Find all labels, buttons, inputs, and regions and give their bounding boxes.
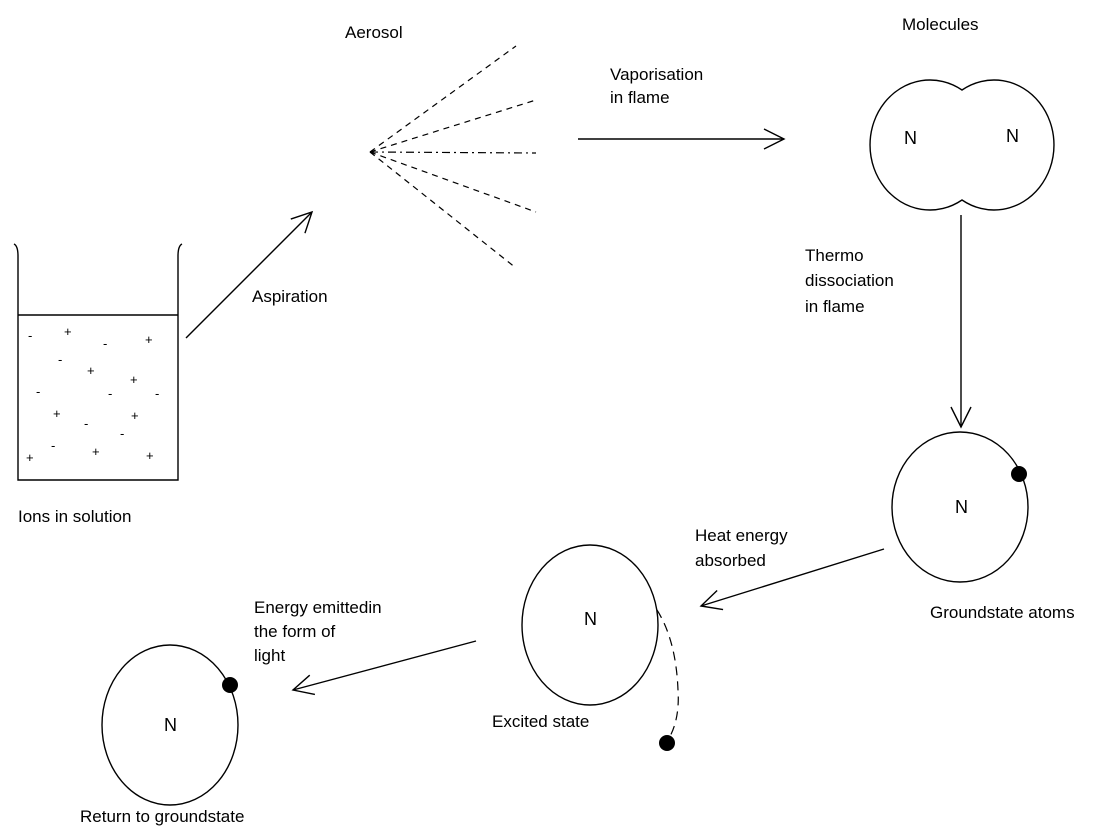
plus-ion: + [53, 406, 61, 421]
heat-label-line2: absorbed [695, 551, 766, 570]
return-atom-circle [101, 644, 239, 806]
groundstate-atom-circle [891, 431, 1029, 583]
emitted-label-line2: the form of [254, 622, 336, 641]
electron [659, 735, 675, 751]
groundstate-atom-symbol: N [955, 497, 968, 517]
beaker-outline [13, 243, 183, 481]
minus-ion: - [155, 386, 159, 401]
thermo-label-line3: in flame [805, 297, 865, 316]
aerosol-label: Aerosol [345, 23, 403, 42]
minus-ion: - [103, 336, 107, 351]
aspiration-label: Aspiration [252, 287, 328, 306]
emitted-label-line1: Energy emittedin [254, 598, 382, 617]
molecules-label: Molecules [902, 15, 979, 34]
plus-ion: + [87, 363, 95, 378]
vaporisation-label-line2: in flame [610, 88, 670, 107]
electron [222, 677, 238, 693]
plus-ion: + [26, 450, 34, 465]
return-groundstate-atom: N [101, 644, 239, 806]
plus-ion: + [130, 372, 138, 387]
spray-line [369, 45, 517, 153]
electron-path [656, 609, 679, 741]
groundstate-atom: N [891, 431, 1029, 583]
heat-absorbed-arrow [699, 548, 885, 611]
excited-atom: N [521, 544, 679, 751]
minus-ion: - [36, 384, 40, 399]
molecule-atom-left-symbol: N [904, 128, 917, 148]
molecule-outline [869, 79, 1055, 211]
molecule: N N [869, 79, 1055, 211]
return-atom-symbol: N [164, 715, 177, 735]
heat-label-line1: Heat energy [695, 526, 788, 545]
plus-ion: + [92, 444, 100, 459]
energy-emitted-arrow [291, 640, 477, 696]
plus-ion: + [145, 332, 153, 347]
excited-atom-symbol: N [584, 609, 597, 629]
minus-ion: - [108, 386, 112, 401]
electron [1011, 466, 1027, 482]
plus-ion: + [131, 408, 139, 423]
plus-ion: + [146, 448, 154, 463]
ions-in-solution-label: Ions in solution [18, 507, 131, 526]
emitted-label-line3: light [254, 646, 285, 665]
aerosol-spray [369, 45, 537, 269]
minus-ion: - [120, 426, 124, 441]
groundstate-atoms-label: Groundstate atoms [930, 603, 1075, 622]
spray-line [369, 151, 517, 269]
thermo-label-line1: Thermo [805, 246, 864, 265]
minus-ion: - [58, 352, 62, 367]
spray-line [369, 99, 537, 153]
minus-ion: - [84, 416, 88, 431]
return-to-groundstate-label: Return to groundstate [80, 807, 244, 826]
excited-state-label: Excited state [492, 712, 589, 731]
minus-ion: - [28, 328, 32, 343]
ion-symbols: - + - + - + + - - - + + - - - + + + [26, 324, 159, 465]
spray-line [369, 151, 537, 213]
vaporisation-label-line1: Vaporisation [610, 65, 703, 84]
thermo-label-line2: dissociation [805, 271, 894, 290]
spray-line [369, 151, 537, 154]
molecule-atom-right-symbol: N [1006, 126, 1019, 146]
minus-ion: - [51, 438, 55, 453]
aspiration-arrow [185, 210, 314, 339]
beaker [13, 243, 183, 481]
plus-ion: + [64, 324, 72, 339]
excited-atom-circle [521, 544, 659, 706]
